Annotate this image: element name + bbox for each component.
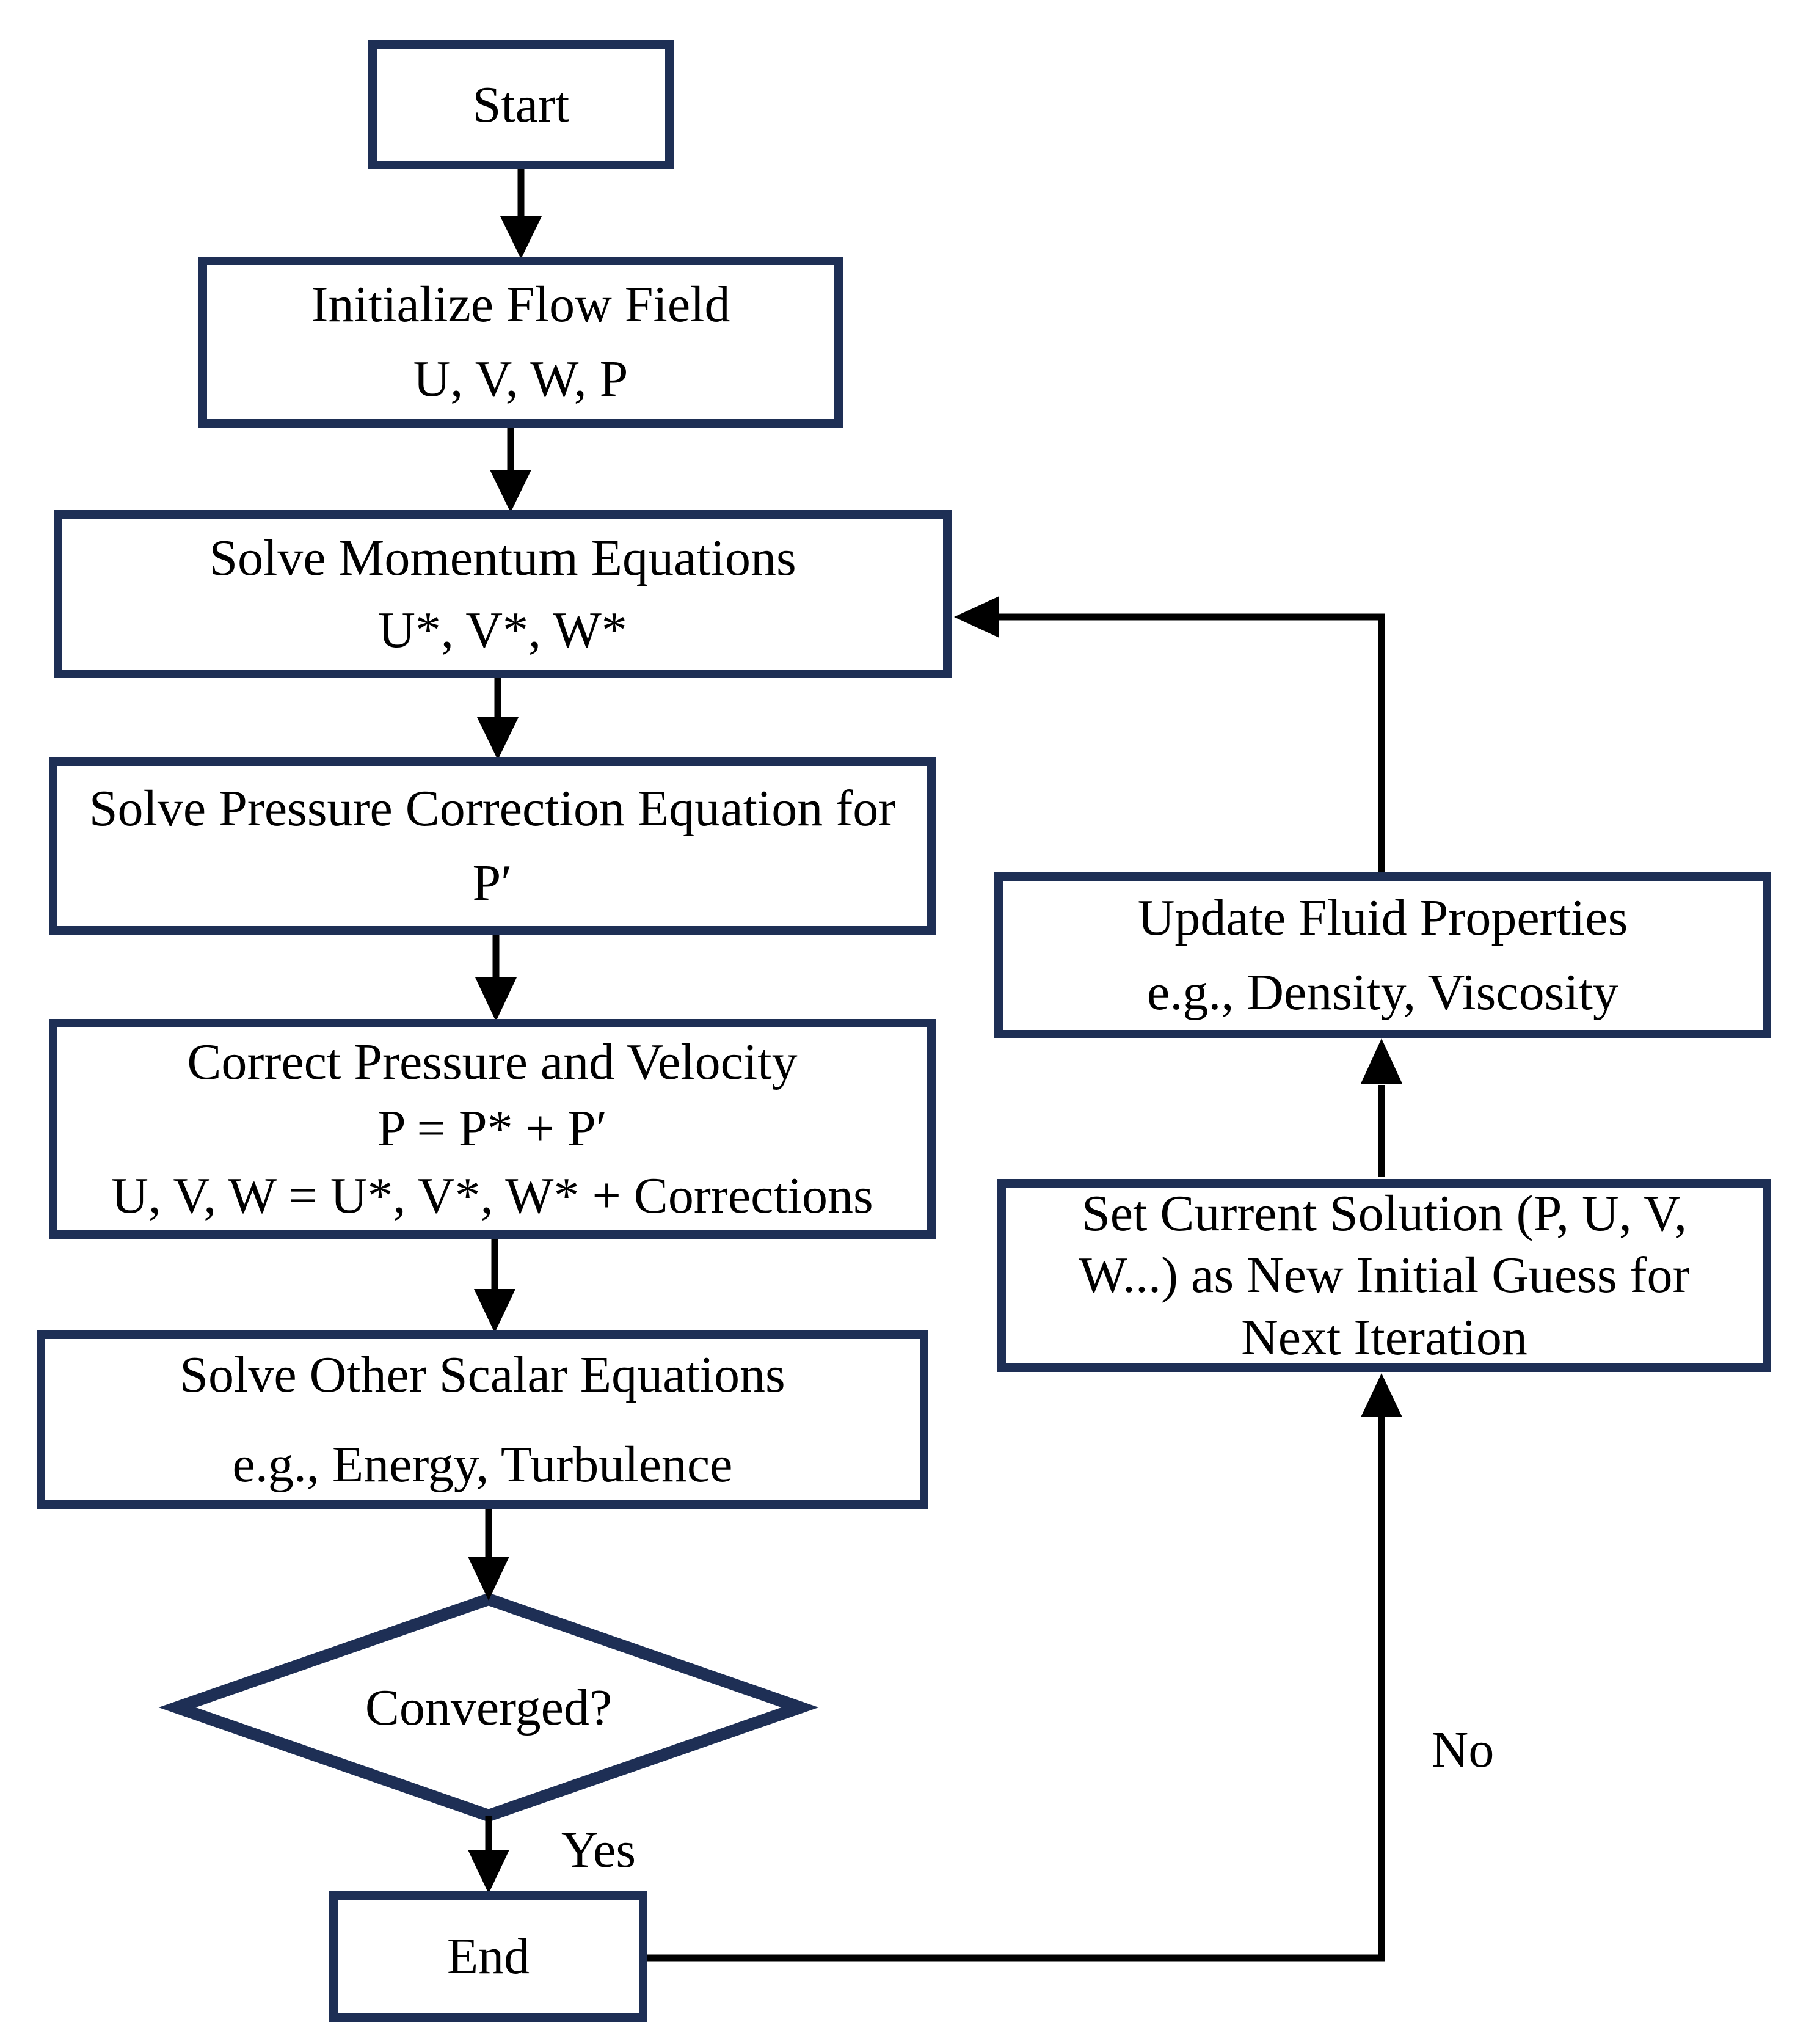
node-correct-pv-line-1: Correct Pressure and Velocity — [187, 1034, 798, 1091]
node-start-label: Start — [472, 76, 570, 133]
node-initialize-line-2: U, V, W, P — [413, 351, 628, 407]
node-correct-pv-line-2: P = P* + P′ — [377, 1100, 608, 1158]
edge-label-yes: Yes — [561, 1821, 636, 1878]
node-scalar-line-2: e.g., Energy, Turbulence — [232, 1436, 733, 1493]
node-correct-pv-line-3: U, V, W = U*, V*, W* + Corrections — [111, 1167, 873, 1224]
arrow-momentum-to-pressure — [477, 678, 519, 760]
arrow-converged-to-end-yes — [468, 1816, 509, 1894]
node-scalar-line-1: Solve Other Scalar Equations — [180, 1346, 785, 1403]
node-update-properties: Update Fluid Properties e.g., Density, V… — [994, 872, 1771, 1038]
node-set-solution-line-2: W...) as New Initial Guess for — [1079, 1247, 1690, 1304]
arrow-initialize-to-momentum — [490, 428, 531, 513]
node-set-solution: Set Current Solution (P, U, V, W...) as … — [997, 1179, 1771, 1372]
node-momentum: Solve Momentum Equations U*, V*, W* — [54, 510, 952, 678]
node-converged-label: Converged? — [365, 1679, 613, 1736]
node-set-solution-line-3: Next Iteration — [1241, 1309, 1527, 1366]
node-set-solution-line-1: Set Current Solution (P, U, V, — [1081, 1184, 1688, 1242]
edge-label-no: No — [1431, 1721, 1495, 1778]
arrow-start-to-initialize — [500, 169, 542, 259]
node-scalar: Solve Other Scalar Equations e.g., Energ… — [37, 1330, 928, 1509]
node-initialize: Initialize Flow Field U, V, W, P — [198, 257, 843, 428]
node-correct-pv: Correct Pressure and Velocity P = P* + P… — [49, 1019, 936, 1239]
arrow-scalar-to-converged — [468, 1509, 509, 1601]
node-start: Start — [368, 40, 674, 169]
node-pressure-correction-line-1: Solve Pressure Correction Equation for — [89, 780, 896, 838]
arrow-pressure-to-correct — [475, 935, 517, 1021]
node-pressure-correction-line-2: P′ — [472, 855, 512, 911]
node-update-properties-line-1: Update Fluid Properties — [1137, 889, 1628, 947]
arrow-correct-to-scalar — [474, 1239, 515, 1333]
node-initialize-line-1: Initialize Flow Field — [311, 276, 730, 334]
arrow-end-to-set-solution-no — [647, 1373, 1402, 1962]
node-update-properties-line-2: e.g., Density, Viscosity — [1147, 964, 1618, 1021]
node-momentum-line-1: Solve Momentum Equations — [209, 529, 796, 586]
node-converged-label-wrap: Converged? — [275, 1672, 702, 1743]
arrow-set-solution-to-update — [1361, 1038, 1402, 1177]
node-pressure-correction: Solve Pressure Correction Equation for P… — [49, 757, 936, 935]
node-end-label: End — [446, 1928, 530, 1985]
node-momentum-line-2: U*, V*, W* — [378, 601, 627, 659]
arrow-update-to-momentum — [954, 596, 1385, 872]
node-end: End — [329, 1891, 647, 2022]
